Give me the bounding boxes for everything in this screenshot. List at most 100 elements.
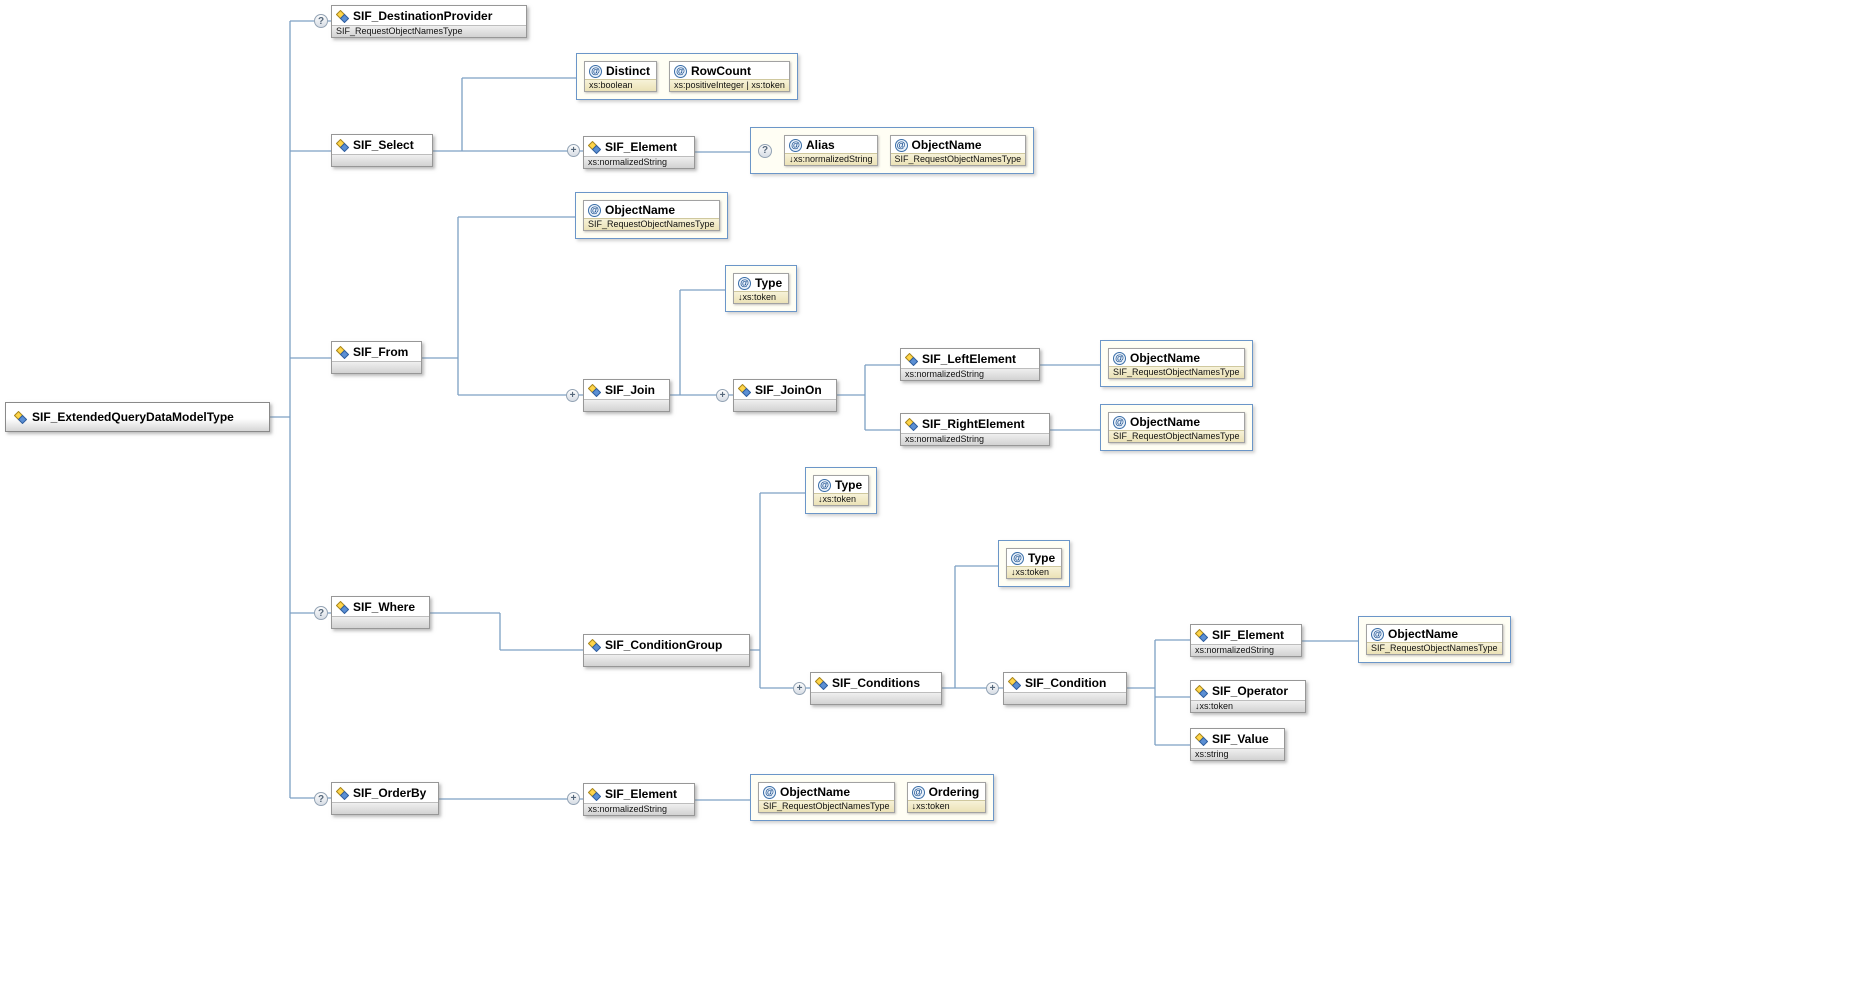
element-name: SIF_ConditionGroup [605, 638, 723, 652]
element-sif-conditions[interactable]: SIF_Conditions [810, 672, 942, 705]
element-sif-rightelement[interactable]: SIF_RightElement xs:normalizedString [900, 413, 1050, 446]
element-icon [336, 786, 349, 800]
attribute-type: SIF_RequestObjectNamesType [759, 800, 894, 812]
element-sif-orderby[interactable]: SIF_OrderBy [331, 782, 439, 815]
attribute-icon: @ [1011, 551, 1024, 565]
optional-icon: ? [314, 792, 328, 806]
attribute-type-join[interactable]: @ Type ↓xs:token [733, 273, 790, 304]
element-name: SIF_From [353, 345, 409, 359]
element-type [734, 399, 836, 411]
attr-group-condition-element: @ ObjectName SIF_RequestObjectNamesType [1358, 616, 1511, 663]
element-type [332, 616, 429, 628]
attribute-alias[interactable]: @ Alias ↓xs:normalizedString [784, 135, 878, 166]
attr-group-rightelement: @ ObjectName SIF_RequestObjectNamesType [1100, 404, 1253, 451]
element-sif-element-condition[interactable]: SIF_Element xs:normalizedString [1190, 624, 1302, 657]
element-icon [14, 410, 27, 424]
attribute-name: ObjectName [1388, 627, 1459, 641]
optional-icon: ? [758, 143, 772, 158]
attribute-type-conditiongroup[interactable]: @ Type ↓xs:token [813, 475, 870, 506]
attribute-icon: @ [588, 203, 601, 217]
attribute-icon: @ [1371, 627, 1384, 641]
attribute-name: ObjectName [780, 785, 851, 799]
element-type [584, 399, 669, 411]
element-name: SIF_LeftElement [922, 352, 1017, 366]
element-name: SIF_Value [1212, 732, 1269, 746]
element-sif-operator[interactable]: SIF_Operator ↓xs:token [1190, 680, 1306, 713]
repeat-icon: + [793, 682, 806, 695]
repeat-icon: + [567, 792, 580, 805]
attribute-objectname[interactable]: @ ObjectName SIF_RequestObjectNamesType [1366, 624, 1503, 655]
element-icon [1195, 628, 1208, 642]
element-type [584, 654, 749, 666]
attribute-type: SIF_RequestObjectNamesType [584, 218, 719, 230]
element-sif-join[interactable]: SIF_Join [583, 379, 670, 412]
element-sif-element-orderby[interactable]: SIF_Element xs:normalizedString [583, 783, 695, 816]
element-type: xs:string [1191, 748, 1284, 760]
element-sif-conditiongroup[interactable]: SIF_ConditionGroup [583, 634, 750, 667]
element-icon [1195, 684, 1208, 698]
attribute-name: Type [755, 276, 783, 290]
attribute-icon: @ [763, 785, 776, 799]
element-icon [588, 140, 601, 154]
attr-group-leftelement: @ ObjectName SIF_RequestObjectNamesType [1100, 340, 1253, 387]
attribute-type: ↓xs:token [907, 800, 986, 812]
attr-group-join: @ Type ↓xs:token [725, 265, 798, 312]
repeat-icon: + [566, 389, 579, 402]
attribute-type: SIF_RequestObjectNamesType [1109, 366, 1244, 378]
attribute-objectname[interactable]: @ ObjectName SIF_RequestObjectNamesType [889, 135, 1027, 166]
attribute-name: Alias [806, 138, 835, 152]
attribute-distinct[interactable]: @ Distinct xs:boolean [584, 61, 658, 92]
element-name: SIF_JoinOn [755, 383, 822, 397]
attribute-name: Type [1028, 551, 1056, 565]
attr-group-orderby-element: @ ObjectName SIF_RequestObjectNamesType … [750, 774, 995, 821]
element-sif-leftelement[interactable]: SIF_LeftElement xs:normalizedString [900, 348, 1040, 381]
element-sif-select[interactable]: SIF_Select [331, 134, 433, 167]
attribute-icon: @ [1113, 415, 1126, 429]
element-type: xs:normalizedString [1191, 644, 1301, 656]
attribute-icon: @ [1113, 351, 1126, 365]
attr-group-select-element: ? @ Alias ↓xs:normalizedString @ ObjectN… [750, 127, 1035, 174]
attribute-objectname[interactable]: @ ObjectName SIF_RequestObjectNamesType [1108, 348, 1245, 379]
element-name: SIF_Element [605, 140, 678, 154]
attribute-type: ↓xs:token [814, 493, 869, 505]
element-name: SIF_Select [353, 138, 414, 152]
attribute-type: ↓xs:token [1007, 566, 1062, 578]
attribute-objectname[interactable]: @ ObjectName SIF_RequestObjectNamesType [1108, 412, 1245, 443]
element-root-type[interactable]: SIF_ExtendedQueryDataModelType [5, 402, 270, 432]
attribute-icon: @ [894, 138, 908, 152]
element-sif-where[interactable]: SIF_Where [331, 596, 430, 629]
element-type [811, 692, 941, 704]
attribute-type: xs:boolean [585, 79, 657, 91]
attribute-type: xs:positiveInteger | xs:token [670, 79, 789, 91]
attribute-type: ↓xs:token [734, 291, 789, 303]
attribute-objectname[interactable]: @ ObjectName SIF_RequestObjectNamesType [758, 782, 895, 813]
attribute-name: RowCount [691, 64, 751, 78]
element-sif-element-select[interactable]: SIF_Element xs:normalizedString [583, 136, 695, 169]
element-type [332, 802, 438, 814]
element-sif-destinationprovider[interactable]: SIF_DestinationProvider SIF_RequestObjec… [331, 5, 527, 38]
element-type [332, 154, 432, 166]
attribute-name: Type [835, 478, 863, 492]
element-sif-value[interactable]: SIF_Value xs:string [1190, 728, 1285, 761]
attribute-objectname[interactable]: @ ObjectName SIF_RequestObjectNamesType [583, 200, 720, 231]
attribute-type-conditions[interactable]: @ Type ↓xs:token [1006, 548, 1063, 579]
attribute-icon: @ [911, 785, 925, 799]
attribute-type: SIF_RequestObjectNamesType [1109, 430, 1244, 442]
attribute-name: ObjectName [1130, 415, 1201, 429]
attribute-rowcount[interactable]: @ RowCount xs:positiveInteger | xs:token [669, 61, 790, 92]
element-type: xs:normalizedString [584, 156, 694, 168]
repeat-icon: + [986, 682, 999, 695]
element-name: SIF_OrderBy [353, 786, 427, 800]
element-type: xs:normalizedString [901, 433, 1049, 445]
attr-group-from: @ ObjectName SIF_RequestObjectNamesType [575, 192, 728, 239]
element-name: SIF_Conditions [832, 676, 920, 690]
element-type: SIF_RequestObjectNamesType [332, 25, 526, 37]
element-name: SIF_ExtendedQueryDataModelType [32, 410, 234, 424]
attribute-name: ObjectName [911, 138, 982, 152]
element-sif-condition[interactable]: SIF_Condition [1003, 672, 1127, 705]
element-sif-from[interactable]: SIF_From [331, 341, 422, 374]
attribute-ordering[interactable]: @ Ordering ↓xs:token [906, 782, 987, 813]
element-sif-joinon[interactable]: SIF_JoinOn [733, 379, 837, 412]
